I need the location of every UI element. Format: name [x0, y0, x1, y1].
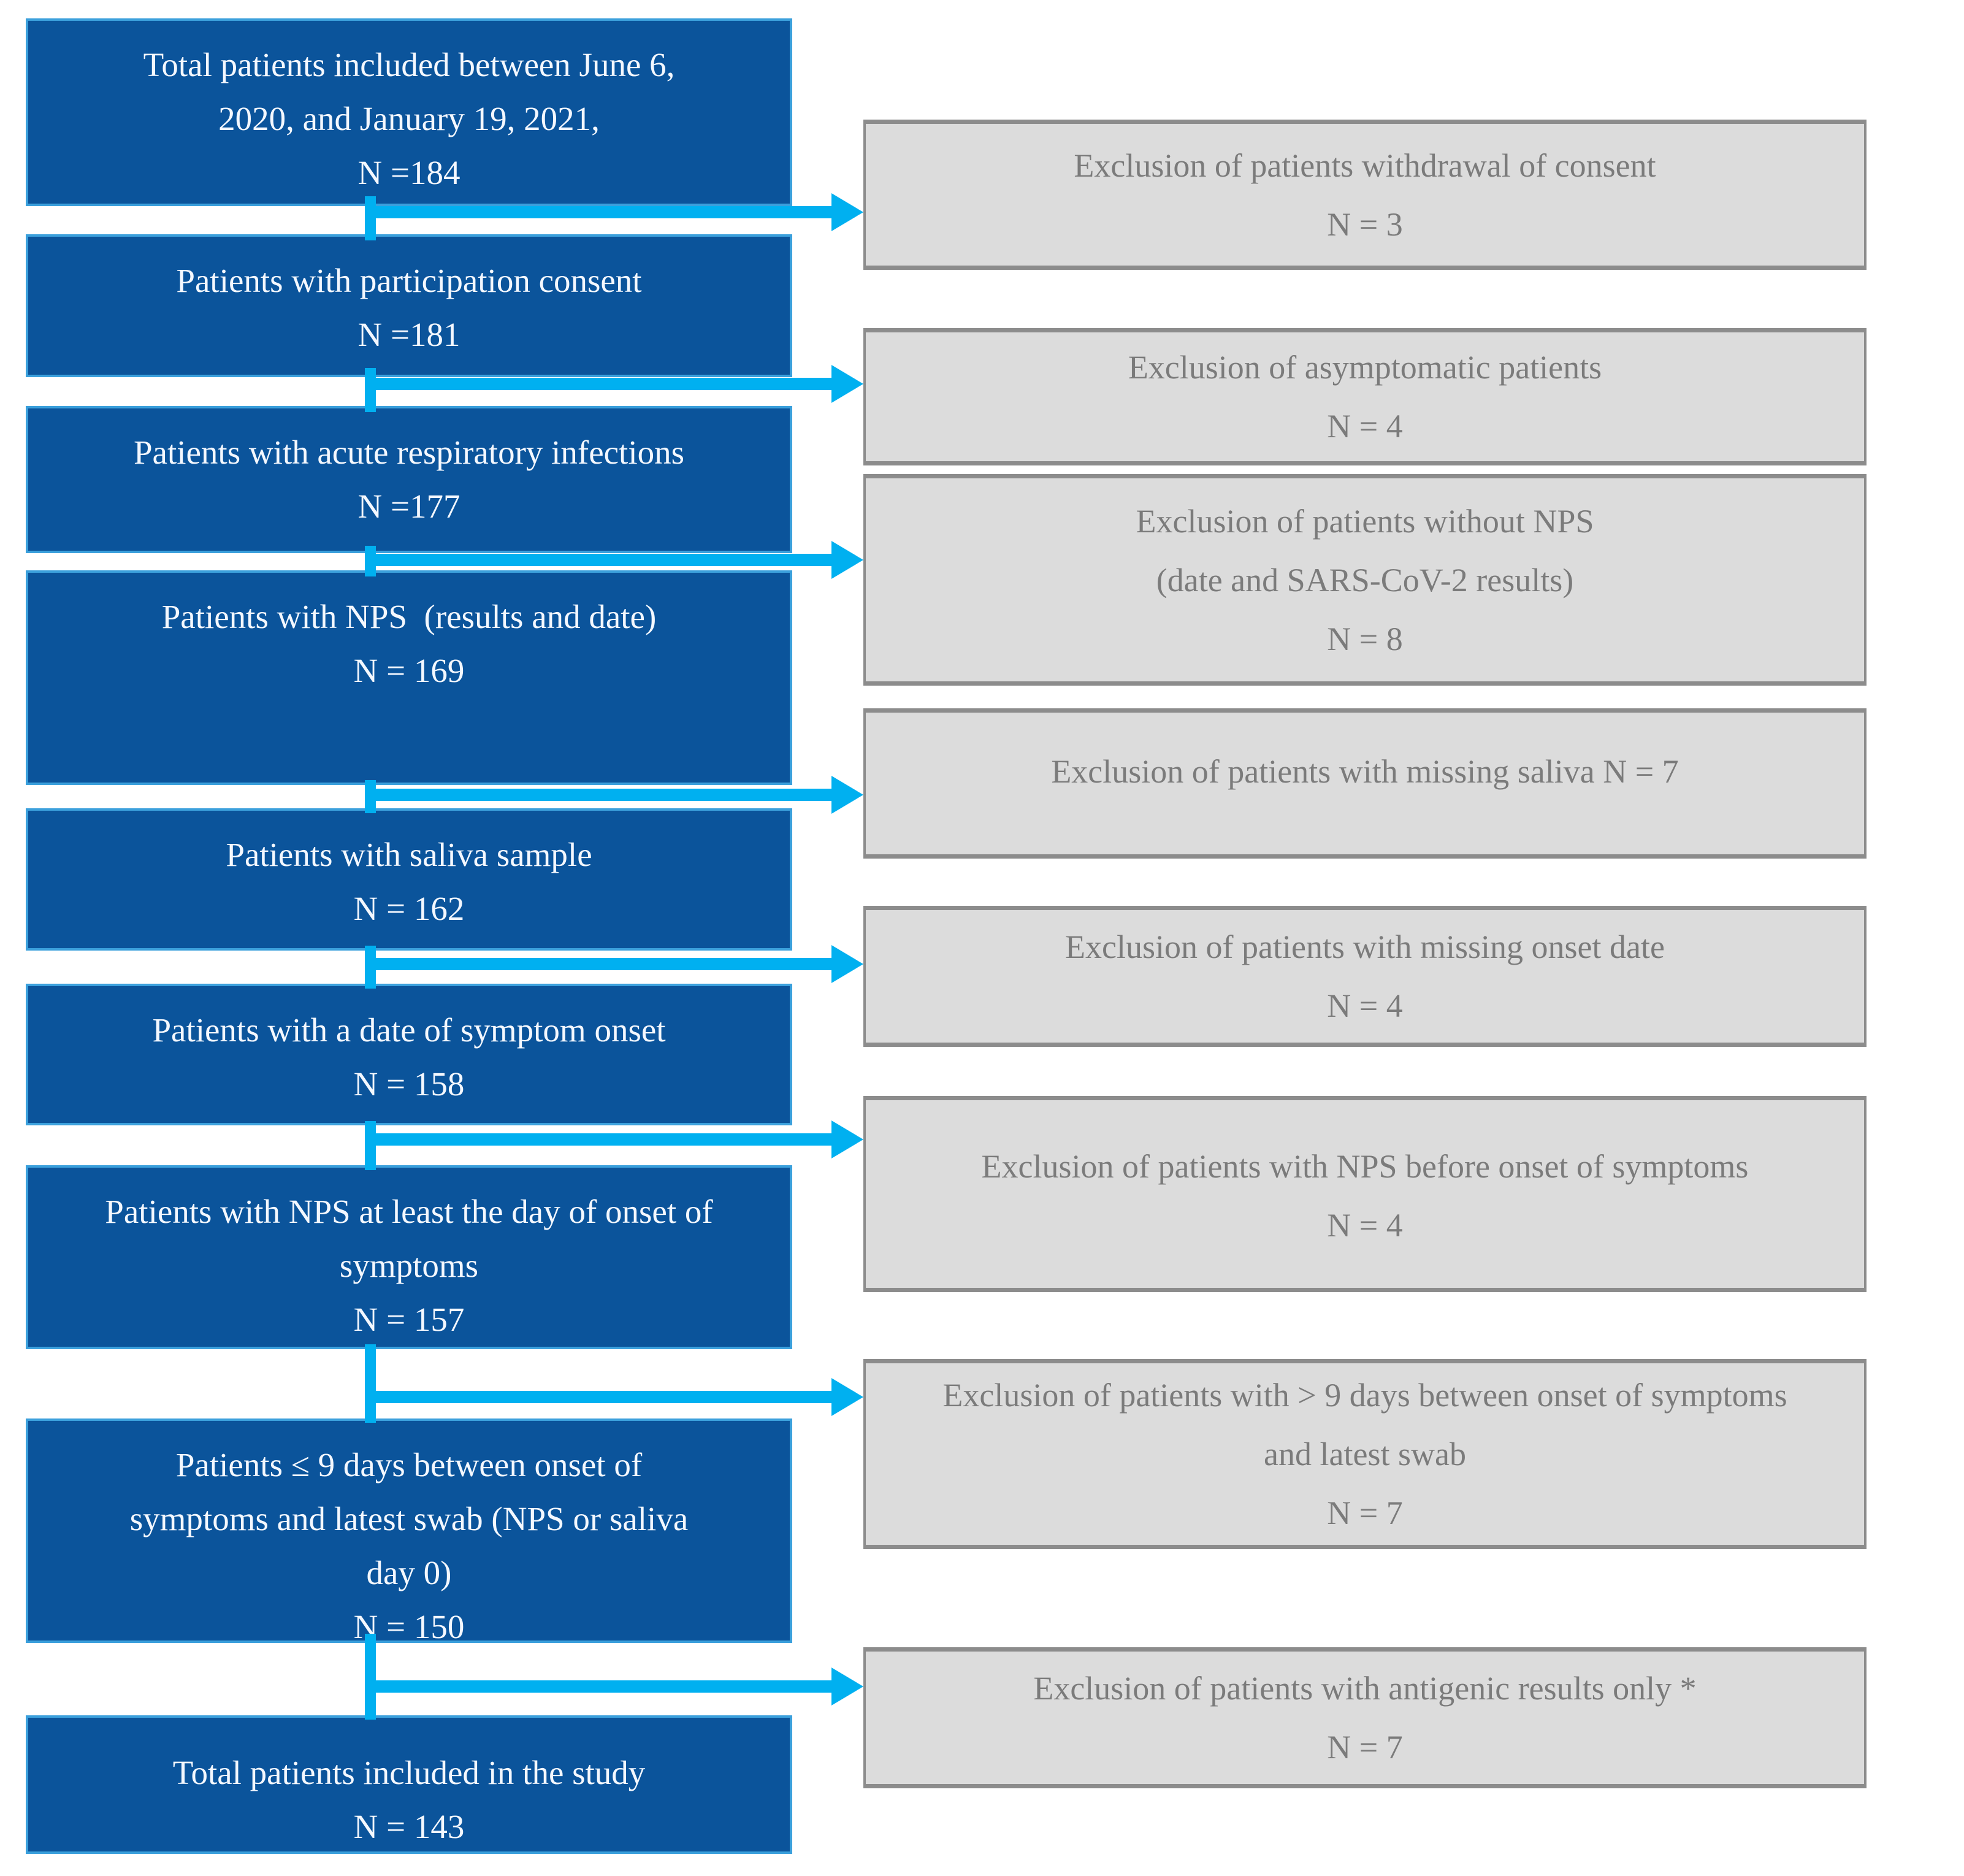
- arrow-head-4-icon: [831, 776, 863, 814]
- step-box-acute-respiratory-infections: Patients with acute respiratory infectio…: [26, 406, 792, 553]
- exclusion-text-line: Exclusion of patients with > 9 days betw…: [942, 1377, 1787, 1414]
- exclusion-box-withdrawal-consent: Exclusion of patients withdrawal of cons…: [863, 120, 1867, 270]
- flow-arrow-7: [365, 1391, 833, 1403]
- exclusion-text-line: N = 4: [1327, 1207, 1403, 1244]
- arrow-head-3-icon: [831, 541, 863, 579]
- step-text-line: Patients with NPS (results and date): [161, 598, 657, 635]
- step-box-saliva-sample: Patients with saliva sample N = 162: [26, 808, 792, 951]
- exclusion-box-missing-saliva: Exclusion of patients with missing saliv…: [863, 708, 1867, 859]
- step-text-line: N =181: [357, 316, 460, 353]
- step-text-line: N = 158: [353, 1065, 465, 1103]
- step-box-9-days-window: Patients ≤ 9 days between onset of sympt…: [26, 1418, 792, 1645]
- exclusion-box-without-nps: Exclusion of patients without NPS (date …: [863, 474, 1867, 686]
- arrow-head-8-icon: [831, 1667, 863, 1706]
- exclusion-text-line: Exclusion of patients with antigenic res…: [1033, 1670, 1697, 1707]
- step-text-line: N = 169: [353, 652, 465, 689]
- exclusion-text-line: Exclusion of patients with missing onset…: [1065, 928, 1665, 965]
- step-box-total-included: Total patients included between June 6, …: [26, 18, 792, 206]
- flow-arrow-2: [365, 378, 833, 390]
- flow-arrow-6: [365, 1133, 833, 1146]
- flow-arrow-8: [365, 1680, 833, 1693]
- step-text-line: Patients with NPS at least the day of on…: [105, 1193, 713, 1230]
- step-text-line: N =184: [357, 154, 460, 191]
- step-text-line: Patients ≤ 9 days between onset of: [175, 1446, 643, 1484]
- step-text-line: N = 162: [353, 890, 465, 927]
- step-text-line: symptoms: [339, 1247, 479, 1284]
- exclusion-text-line: Exclusion of patients without NPS: [1136, 502, 1594, 540]
- step-text-line: Patients with acute respiratory infectio…: [133, 434, 685, 471]
- step-text-line: Total patients included between June 6,: [143, 46, 675, 83]
- step-text-line: Patients with a date of symptom onset: [152, 1011, 666, 1049]
- step-text-line: day 0): [366, 1554, 452, 1591]
- step-text-line: 2020, and January 19, 2021,: [218, 100, 600, 137]
- exclusion-text-line: N = 4: [1327, 408, 1403, 445]
- connector-line-1: [365, 196, 376, 240]
- exclusion-box-asymptomatic: Exclusion of asymptomatic patients N = 4: [863, 328, 1867, 465]
- flow-arrow-3: [365, 554, 833, 566]
- exclusion-text-line: Exclusion of patients with missing saliv…: [1051, 753, 1679, 790]
- exclusion-box-antigenic-only: Exclusion of patients with antigenic res…: [863, 1647, 1867, 1788]
- step-box-nps-day-of-onset: Patients with NPS at least the day of on…: [26, 1165, 792, 1349]
- exclusion-text-line: and latest swab: [1264, 1436, 1466, 1472]
- step-text-line: N =177: [357, 488, 460, 525]
- step-text-line: N = 143: [353, 1808, 465, 1845]
- arrow-head-6-icon: [831, 1120, 863, 1158]
- exclusion-text-line: (date and SARS-CoV-2 results): [1156, 561, 1574, 599]
- exclusion-text-line: N = 4: [1327, 987, 1403, 1024]
- exclusion-text-line: Exclusion of patients with NPS before on…: [981, 1148, 1749, 1185]
- exclusion-text-line: N = 8: [1327, 620, 1403, 657]
- arrow-head-1-icon: [831, 193, 863, 231]
- exclusion-text-line: N = 7: [1327, 1729, 1403, 1766]
- arrow-head-7-icon: [831, 1378, 863, 1416]
- step-text-line: N = 150: [353, 1608, 465, 1645]
- exclusion-box-nps-before-onset: Exclusion of patients with NPS before on…: [863, 1096, 1867, 1292]
- exclusion-box-missing-onset-date: Exclusion of patients with missing onset…: [863, 906, 1867, 1047]
- connector-line-6: [365, 1121, 376, 1170]
- step-text-line: symptoms and latest swab (NPS or saliva: [129, 1500, 689, 1537]
- connector-line-7: [365, 1344, 376, 1423]
- connector-line-2: [365, 368, 376, 412]
- step-box-symptom-onset-date: Patients with a date of symptom onset N …: [26, 984, 792, 1125]
- connector-line-8: [365, 1634, 376, 1720]
- flow-arrow-1: [365, 206, 833, 218]
- flow-arrow-5: [365, 958, 833, 970]
- exclusion-text-line: Exclusion of patients withdrawal of cons…: [1074, 147, 1656, 184]
- step-text-line: Patients with saliva sample: [226, 836, 592, 873]
- step-text-line: Total patients included in the study: [172, 1754, 646, 1791]
- step-box-nps-results-date: Patients with NPS (results and date) N =…: [26, 570, 792, 785]
- exclusion-text-line: N = 7: [1327, 1495, 1403, 1531]
- exclusion-text-line: N = 3: [1327, 205, 1403, 243]
- arrow-head-5-icon: [831, 945, 863, 983]
- step-text-line: N = 157: [353, 1301, 465, 1338]
- exclusion-text-line: Exclusion of asymptomatic patients: [1128, 349, 1602, 386]
- step-text-line: Patients with participation consent: [176, 262, 642, 299]
- exclusion-box-gt9-days: Exclusion of patients with > 9 days betw…: [863, 1359, 1867, 1549]
- step-box-participation-consent: Patients with participation consent N =1…: [26, 234, 792, 377]
- step-box-included-in-study: Total patients included in the study N =…: [26, 1715, 792, 1854]
- arrow-head-2-icon: [831, 365, 863, 403]
- flow-arrow-4: [365, 789, 833, 801]
